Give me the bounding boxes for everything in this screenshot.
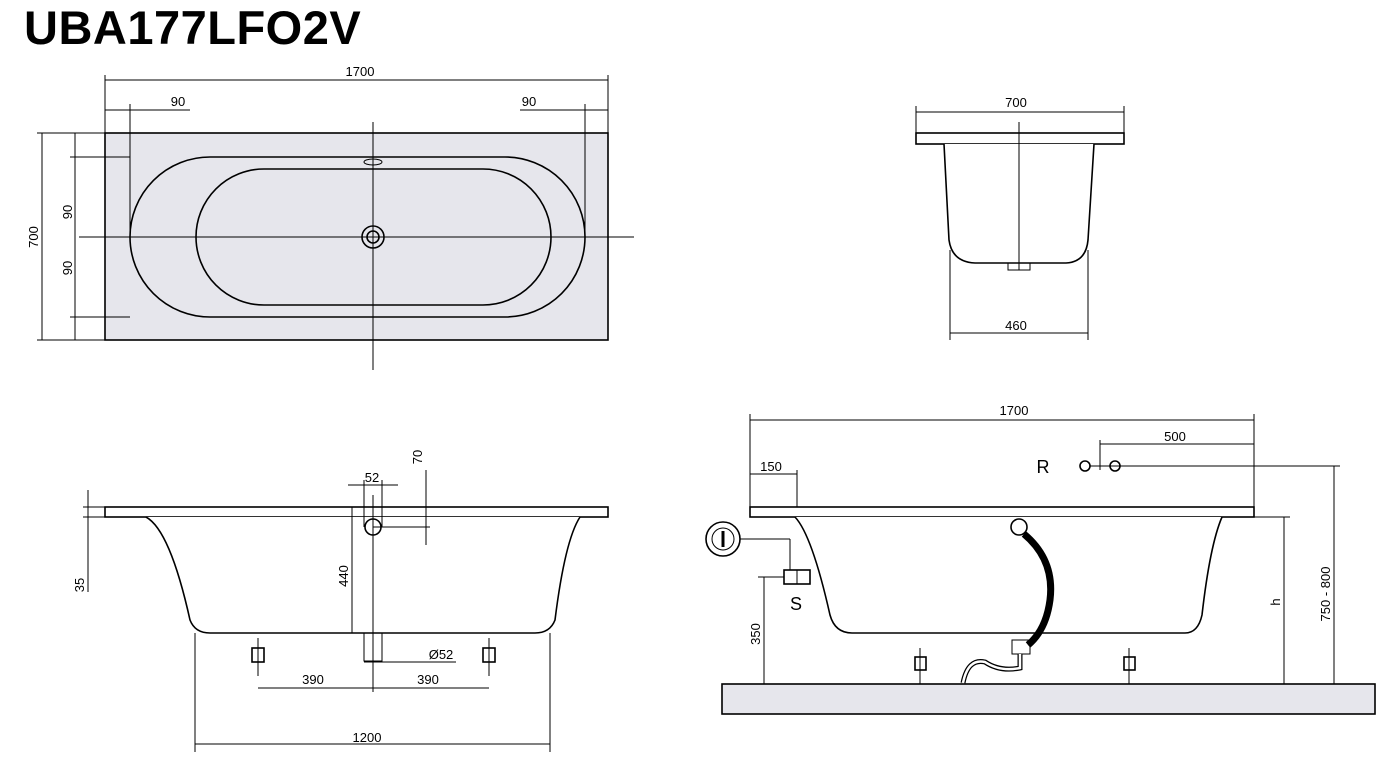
dim-tap-offset: 500 — [1164, 429, 1186, 444]
dim-drain-dia: Ø52 — [429, 647, 454, 662]
dim-foot-right: 390 — [417, 672, 439, 687]
end-rim — [915, 132, 1125, 145]
side-view: 35 52 70 440 Ø52 390 390 1200 — [72, 450, 609, 752]
dim-overflow-dia: 52 — [365, 470, 379, 485]
dim-offset-bottom: 90 — [60, 261, 75, 275]
install-overflow — [1010, 518, 1028, 536]
tap-label: R — [1037, 457, 1050, 477]
dim-offset-top: 90 — [60, 205, 75, 219]
install-rim — [749, 506, 1255, 518]
install-foot-left — [914, 648, 927, 684]
end-view: 700 460 — [915, 95, 1125, 340]
dim-base-length: 1200 — [353, 730, 382, 745]
install-view: 1700 500 R 150 — [705, 403, 1376, 715]
dim-end-top: 700 — [1005, 95, 1027, 110]
side-rim — [104, 506, 609, 518]
dim-trap-offset: 150 — [760, 459, 782, 474]
trap-label: S — [790, 594, 802, 614]
dim-foot-left: 390 — [302, 672, 324, 687]
foot-right — [482, 638, 496, 676]
dim-rim-thickness: 35 — [72, 578, 87, 592]
dim-length: 1700 — [346, 64, 375, 79]
install-foot-right — [1123, 648, 1136, 684]
dim-trap-height: 350 — [748, 623, 763, 645]
dim-overflow-height: 70 — [410, 450, 425, 464]
waste-pipe-inner — [961, 654, 1022, 684]
trap-detail-inner — [711, 527, 735, 551]
dim-end-bottom: 460 — [1005, 318, 1027, 333]
dim-drain-depth: 440 — [336, 565, 351, 587]
overflow-top — [363, 158, 383, 166]
drain-inner — [366, 230, 380, 244]
floor-slab — [721, 683, 1376, 715]
overflow-hose — [1021, 531, 1055, 648]
dim-offset-left: 90 — [171, 94, 185, 109]
dim-width: 700 — [26, 226, 41, 248]
dim-total-height: 750 - 800 — [1318, 567, 1333, 622]
side-body — [145, 516, 581, 634]
top-view: 1700 90 90 700 90 90 — [26, 64, 634, 370]
install-body — [794, 516, 1223, 634]
dim-offset-right: 90 — [522, 94, 536, 109]
dim-h: h — [1268, 598, 1283, 605]
foot-left — [251, 638, 265, 676]
dim-install-length: 1700 — [1000, 403, 1029, 418]
drain-outer — [361, 225, 385, 249]
tap-handle-left — [1079, 460, 1091, 472]
product-code-title: UBA177LFO2V — [24, 1, 362, 54]
